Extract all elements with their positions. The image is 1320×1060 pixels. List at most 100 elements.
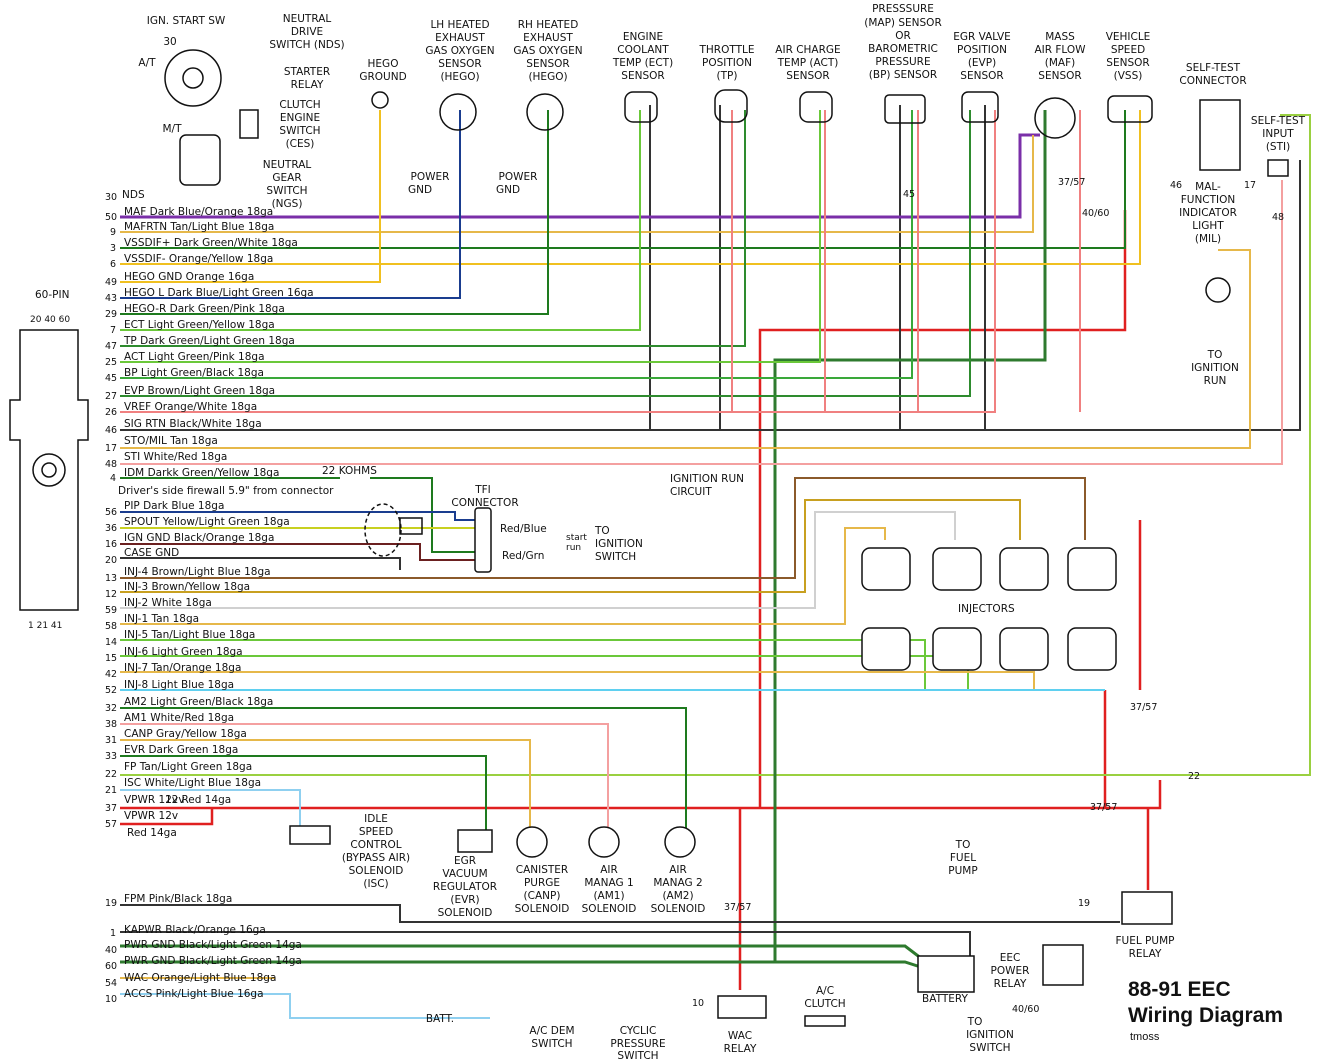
to-ign-switch2-3: SWITCH [969,1042,1010,1054]
circuit-nds-label: NDS [122,189,145,201]
diagram-title: 88-91 EEC [1128,978,1231,1001]
vss-label-4: (VSS) [1114,70,1143,82]
ces-label-1: CLUTCH [279,99,320,111]
injector-2 [932,547,982,591]
ign-run-label-2: IGNITION [1191,362,1239,374]
pin-19: 19 [105,898,117,909]
injector-7 [999,627,1049,671]
lh-hego-label-2: EXHAUST [435,32,485,44]
fp-relay-label-2: RELAY [1129,948,1162,960]
fp-relay-label-1: FUEL PUMP [1116,935,1175,947]
isc-label-6: (ISC) [363,878,388,890]
pin-4: 4 [110,473,116,484]
evr-label-5: SOLENOID [438,907,493,919]
mil-label-4: LIGHT [1192,220,1224,232]
mt-label: M/T [162,123,182,135]
circuit-evp-label: EVP Brown/Light Green 18ga [124,385,275,397]
evr-label-4: (EVR) [450,894,479,906]
circuit-spout-label: SPOUT Yellow/Light Green 18ga [124,516,290,528]
circuit-sto-mil-label: STO/MIL Tan 18ga [124,435,218,447]
tag-37-57-b: 37/57 [1130,702,1157,713]
power-gnd-rh-1: POWER [499,171,538,183]
circuit-vref-label: VREF Orange/White 18ga [124,401,257,413]
map-label-5: PRESSURE [875,56,930,68]
isc-label-3: CONTROL [350,839,401,851]
circuit-sig-rtn-label: SIG RTN Black/White 18ga [124,418,262,430]
nds-plug-symbol [239,109,259,139]
tfi-connector-body [474,507,492,573]
circuit-sti-label: STI White/Red 18ga [124,451,227,463]
power-gnd-lh-1: POWER [411,171,450,183]
map-label-1: PRESSSURE [872,3,934,15]
pin-54: 54 [105,978,117,989]
tag-10: 10 [692,998,704,1009]
pin-40: 40 [105,945,117,956]
circuit-pwr-gnd-40-label: PWR GND Black/Light Green 14ga [124,939,302,951]
vss-label-3: SENSOR [1106,57,1149,69]
lh-hego-label-5: (HEGO) [440,71,479,83]
fuel-pump-relay-body [1121,891,1173,925]
pin-42: 42 [105,669,117,680]
circuit-ign-gnd-label: IGN GND Black/Orange 18ga [124,532,274,544]
ign-run-label-1: TO [1207,349,1223,361]
isc-label-1: IDLE [364,813,388,825]
red-grn-label: Red/Grn [502,550,544,562]
eec-relay-label-3: RELAY [994,978,1027,990]
pin-49: 49 [105,277,117,288]
circuit-wac-label: WAC Orange/Light Blue 18ga [124,972,276,984]
cyclic-label-3: SWITCH [617,1050,658,1060]
ac-clutch-coil [804,1015,846,1027]
pin-59: 59 [105,605,117,616]
wire-inj7 [120,671,1035,690]
ecu-connector-label: 60-PIN [35,289,69,301]
mil-label-3: INDICATOR [1179,207,1237,219]
tfi-label-1: TFI [474,484,491,496]
wire-hego-l [120,110,461,299]
wire-fpm [120,904,1120,923]
rh-hego-label-5: (HEGO) [528,71,567,83]
tfi-plug-icon [399,517,423,535]
circuit-accs-label: ACCS Pink/Light Blue 16ga [124,988,264,1000]
wire-inj5 [120,639,926,690]
pin-16: 16 [105,539,117,550]
circuit-ect-label: ECT Light Green/Yellow 18ga [124,319,275,331]
circuit-tp-label: TP Dark Green/Light Green 18ga [123,335,295,347]
eec-relay-body [1042,944,1084,986]
wire-inj4 [120,477,1086,579]
pin-25: 25 [105,357,117,368]
ac-dem-label-2: SWITCH [531,1038,572,1050]
canp-label-2: PURGE [524,877,560,889]
hego-ground-label-1: HEGO [368,58,399,70]
ect-label-1: ENGINE [623,31,663,43]
injector-5 [861,627,911,671]
ecu-connector-shell [9,329,89,611]
mil-label-5: (MIL) [1195,233,1221,245]
lh-hego-label-1: LH HEATED [430,19,489,31]
ces-switch-symbol [179,134,221,186]
tp-label-3: (TP) [717,70,738,82]
wac-relay-body [717,995,767,1019]
self-test-connector [1199,99,1241,171]
pin-36: 36 [105,523,117,534]
ign-start-switch-label: IGN. START SW [147,15,226,27]
circuit-mafrtn-label: MAFRTN Tan/Light Blue 18ga [124,221,274,233]
circuit-fp-label: FP Tan/Light Green 18ga [124,761,252,773]
hego-ground-eyelet-icon [371,91,389,109]
wire-canp [120,739,531,830]
pin-17: 17 [105,443,117,454]
circuit-labels: 30 NDS 50 MAF Dark Blue/Orange 18ga 9 MA… [105,189,314,1005]
circuit-vssdif-minus-label: VSSDIF- Orange/Yellow 18ga [124,253,273,265]
circuit-evr-label: EVR Dark Green 18ga [124,744,238,756]
pin-33: 33 [105,751,117,762]
circuit-vpwr-57-label: VPWR 12v [124,810,178,822]
n30-label: 30 [163,36,176,48]
eec-relay-label-1: EEC [1000,952,1021,964]
kohms-label: 22 KOHMS [322,465,377,477]
canp-solenoid [516,826,548,858]
ecu-connector-bolt-icon [32,453,66,487]
circuit-fpm-label: FPM Pink/Black 18ga [124,893,232,905]
tag-22: 22 [1188,771,1200,782]
map-label-3: OR [895,30,911,42]
component-symbols [164,49,1289,573]
